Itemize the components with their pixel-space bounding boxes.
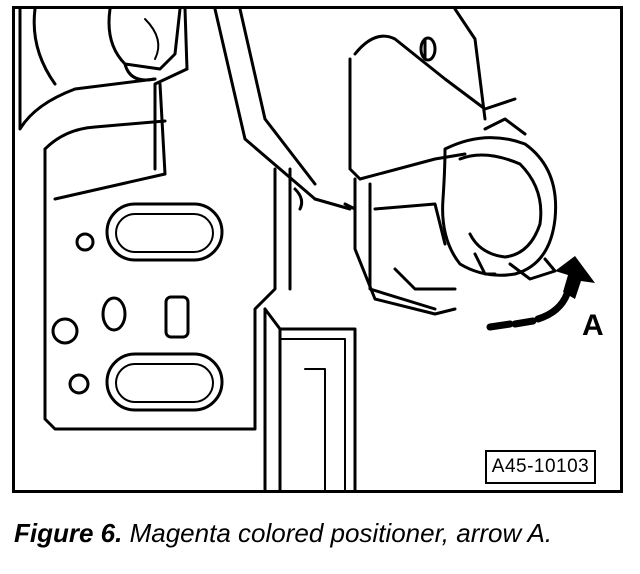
figure-frame: A A45-10103 [12, 6, 623, 493]
technical-illustration [18, 9, 595, 490]
arrow-head [555, 256, 595, 299]
figure-caption: Figure 6. Magenta colored positioner, ar… [14, 518, 552, 549]
connector-assembly [313, 9, 558, 316]
curved-motion-arrow [486, 290, 571, 331]
engine-part-top-left [18, 9, 189, 176]
bracket-plate [43, 119, 277, 431]
arrow-label-a: A [582, 309, 604, 342]
reference-code: A45-10103 [485, 450, 596, 484]
caption-text: Magenta colored positioner, arrow A. [129, 518, 553, 548]
vertical-pillar [213, 9, 357, 490]
caption-label: Figure 6. [14, 518, 123, 548]
